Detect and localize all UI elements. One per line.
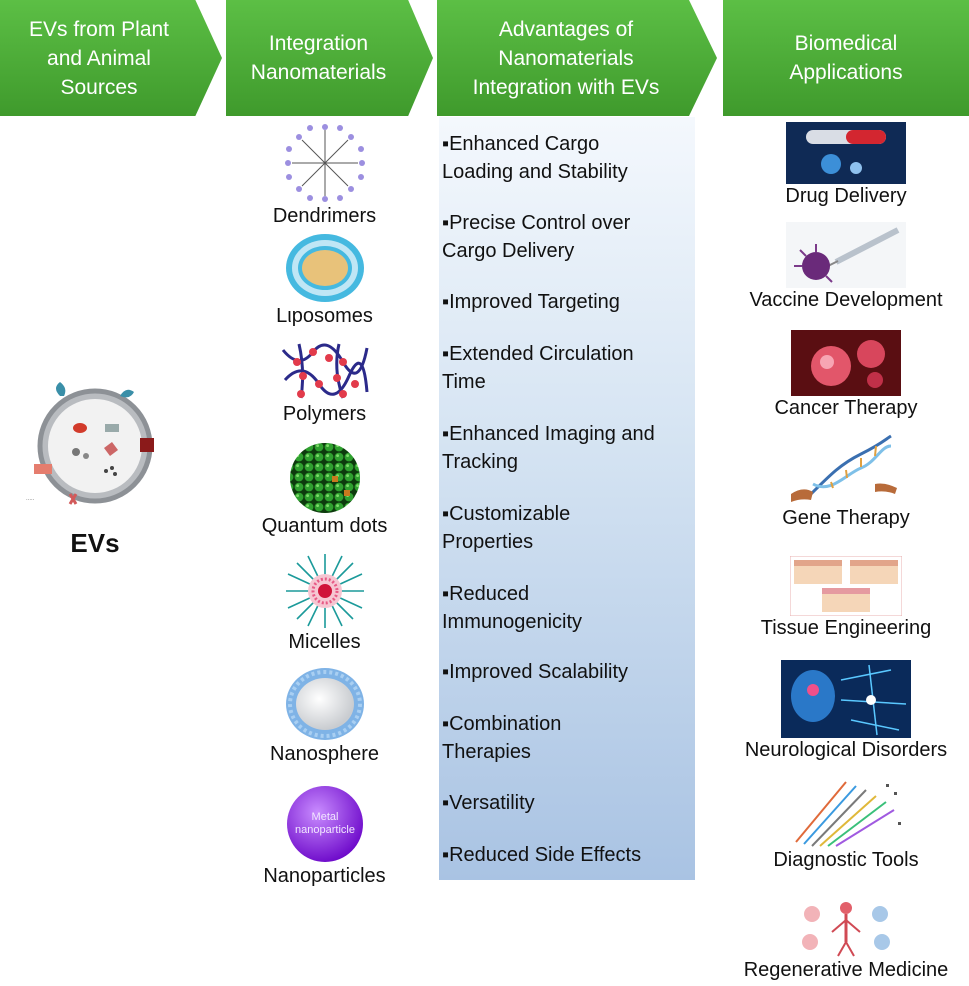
quantum-dot-icon [289, 443, 360, 513]
svg-text:∙∙∙∙∙: ∙∙∙∙∙ [26, 497, 34, 503]
vaccine-image [786, 222, 906, 288]
application-label: Diagnostic Tools [773, 849, 919, 871]
application-label: Drug Delivery [785, 185, 907, 207]
advantage-item: ▪Combination Therapies [442, 713, 562, 763]
nanomaterial-polymers: Polymers [232, 340, 417, 426]
header-advantages: Advantages of Nanomaterials Integration … [437, 0, 717, 116]
advantage-item: ▪Reduced Immunogenicity [442, 583, 583, 633]
advantage-item: ▪Improved Scalability [442, 661, 629, 683]
application-vaccine-development: Vaccine Development [723, 222, 969, 312]
nanomaterial-nanosphere: Nanosphere [232, 666, 417, 766]
advantages-panel [439, 117, 695, 880]
nanomaterial-label: Nanoparticles [263, 865, 386, 887]
application-label: Tissue Engineering [760, 617, 932, 639]
advantage-item: ▪Extended Circulation Time [442, 343, 634, 393]
header-advantages-text: Advantages of Nanomaterials Integration … [472, 17, 660, 99]
nanoparticle-inner-text-2: nanoparticle [295, 824, 355, 836]
polymer-icon [281, 343, 368, 399]
ev-label: EVs [70, 528, 120, 558]
nanomaterial-micelles: Micelles [232, 552, 417, 654]
application-label: Cancer Therapy [774, 397, 918, 419]
application-label: Regenerative Medicine [743, 959, 949, 981]
header-ev-sources: EVs from Plant and Animal Sources [0, 0, 222, 116]
nanomaterial-label: Polymers [282, 403, 367, 425]
nanomaterial-label: Dendrimers [272, 205, 377, 227]
nanomaterial-label: Lιposomes [276, 305, 373, 327]
nanosphere-icon [285, 668, 364, 740]
neuron-image [781, 660, 911, 738]
drug-delivery-image [786, 122, 906, 184]
extracellular-vesicle-icon: ∙∙∙∙∙ [26, 382, 154, 505]
regenerative-image [796, 898, 896, 958]
liposome-icon [285, 234, 364, 302]
advantage-item: ▪Improved Targeting [442, 291, 620, 313]
application-tissue-engineering: Tissue Engineering [723, 556, 969, 640]
application-label: Gene Therapy [782, 507, 910, 529]
micelle-icon [285, 554, 364, 628]
application-cancer-therapy: Cancer Therapy [723, 330, 969, 420]
advantage-item: ▪Versatility [442, 792, 535, 814]
header-applications-text: Biomedical Applications [789, 32, 903, 84]
advantage-item: ▪Precise Control over Cargo Delivery [442, 212, 631, 262]
nanoparticle-inner-text-1: Metal [311, 811, 338, 823]
nanomaterial-liposomes: Lιposomes [232, 232, 417, 328]
application-drug-delivery: Drug Delivery [723, 122, 969, 208]
application-label: Vaccine Development [749, 289, 943, 311]
cancer-cell-image [791, 330, 901, 396]
advantage-item: ▪Enhanced Imaging and Tracking [442, 423, 655, 473]
header-integration-text: Integration Nanomaterials [250, 32, 387, 84]
application-regenerative-medicine: Regenerative Medicine [723, 898, 969, 982]
tissue-image [790, 556, 902, 616]
header-integration-nanomaterials: Integration Nanomaterials [226, 0, 433, 116]
nanomaterial-dendrimers: Dendrimers [232, 122, 417, 228]
nanoparticle-icon: Metal nanoparticle [286, 786, 363, 862]
application-label: Neurological Disorders [744, 739, 948, 761]
nanomaterial-label: Micelles [288, 631, 361, 653]
diagnostic-image [786, 772, 906, 848]
header-biomedical-applications: Biomedical Applications [723, 0, 969, 116]
application-diagnostic-tools: Diagnostic Tools [723, 772, 969, 872]
dendrimer-icon [284, 124, 365, 202]
nanomaterial-label: Quantum dots [261, 515, 388, 537]
nanomaterial-label: Nanosphere [270, 743, 379, 765]
application-neurological-disorders: Neurological Disorders [723, 660, 969, 762]
advantage-item: ▪Reduced Side Effects [442, 844, 642, 866]
nanomaterial-quantum-dots: Quantum dots [232, 442, 417, 538]
header-ev-sources-text: EVs from Plant and Animal Sources [28, 17, 170, 99]
advantage-item: ▪Customizable Properties [442, 503, 571, 553]
dna-image [791, 434, 901, 506]
application-gene-therapy: Gene Therapy [723, 434, 969, 530]
nanomaterial-nanoparticles: Metal nanoparticle Nanoparticles [232, 784, 417, 888]
advantage-item: ▪Enhanced Cargo Loading and Stability [442, 133, 628, 183]
